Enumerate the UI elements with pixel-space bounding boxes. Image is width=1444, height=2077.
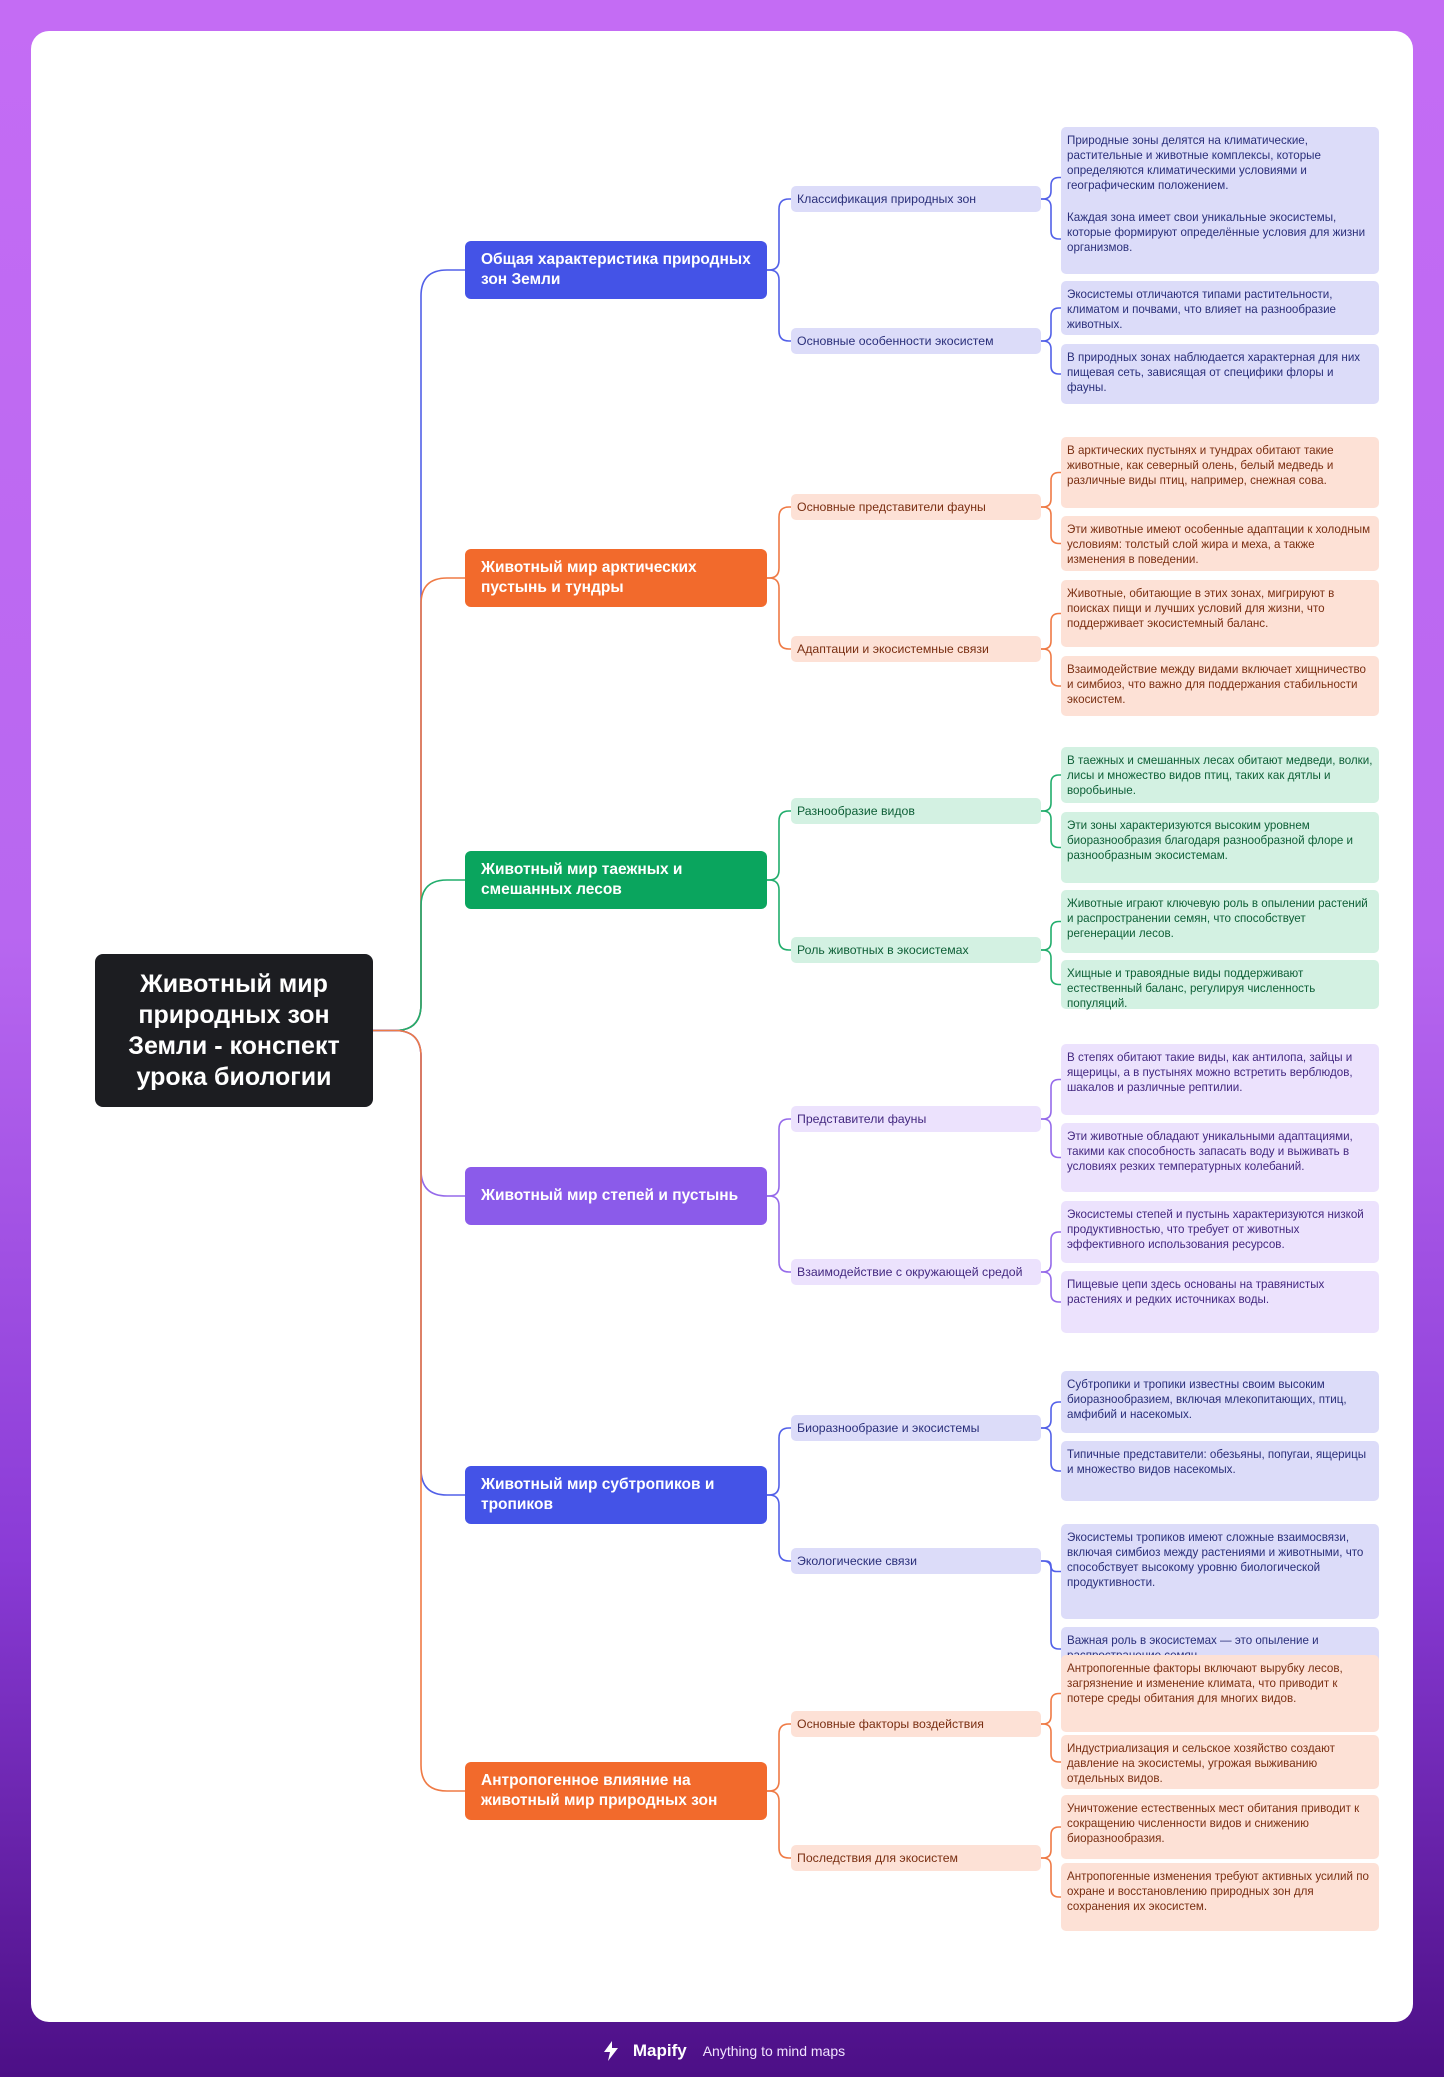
connector-sub-4-2-detail-1: [1041, 1231, 1061, 1273]
detail-node-2-2-1[interactable]: Животные, обитающие в этих зонах, мигрир…: [1061, 580, 1379, 647]
branch-node-2[interactable]: Животный мир арктических пустынь и тундр…: [465, 549, 767, 607]
detail-node-4-2-1[interactable]: Экосистемы степей и пустынь характеризую…: [1061, 1201, 1379, 1263]
connector-root-to-branch-1: [373, 269, 465, 1032]
detail-node-5-1-1[interactable]: Субтропики и тропики известны своим высо…: [1061, 1371, 1379, 1433]
connector-sub-4-1-detail-2: [1041, 1118, 1061, 1159]
detail-node-6-2-1[interactable]: Уничтожение естественных мест обитания п…: [1061, 1795, 1379, 1859]
branch-node-5[interactable]: Животный мир субтропиков и тропиков: [465, 1466, 767, 1524]
connector-root-to-branch-5: [373, 1029, 465, 1496]
connector-sub-2-2-detail-1: [1041, 612, 1061, 650]
connector-branch-4-sub-2: [767, 1195, 791, 1273]
brand-tagline: Anything to mind maps: [702, 2043, 846, 2059]
connector-sub-2-2-detail-2: [1041, 648, 1061, 687]
connector-branch-1-sub-2: [767, 269, 791, 342]
subtopic-node-1-2[interactable]: Основные особенности экосистем: [791, 328, 1041, 354]
connector-sub-5-1-detail-2: [1041, 1427, 1061, 1472]
connector-sub-3-1-detail-1: [1041, 774, 1061, 812]
connector-branch-5-sub-1: [767, 1427, 791, 1496]
connector-root-to-branch-4: [373, 1029, 465, 1197]
subtopic-node-5-1[interactable]: Биоразнообразие и экосистемы: [791, 1415, 1041, 1441]
connector-branch-5-sub-2: [767, 1494, 791, 1562]
connector-branch-3-sub-1: [767, 810, 791, 881]
connector-sub-1-1-detail-2: [1041, 198, 1061, 240]
detail-node-4-1-2[interactable]: Эти животные обладают уникальными адапта…: [1061, 1123, 1379, 1192]
connector-branch-2-sub-2: [767, 577, 791, 650]
branch-node-6[interactable]: Антропогенное влияние на животный мир пр…: [465, 1762, 767, 1820]
connector-sub-4-2-detail-2: [1041, 1271, 1061, 1303]
subtopic-node-5-2[interactable]: Экологические связи: [791, 1548, 1041, 1574]
subtopic-node-3-1[interactable]: Разнообразие видов: [791, 798, 1041, 824]
connector-branch-2-sub-1: [767, 506, 791, 579]
connector-sub-3-2-detail-1: [1041, 920, 1061, 951]
connector-root-to-branch-2: [373, 577, 465, 1032]
detail-node-1-2-1[interactable]: Экосистемы отличаются типами растительно…: [1061, 281, 1379, 335]
detail-node-2-2-2[interactable]: Взаимодействие между видами включает хищ…: [1061, 656, 1379, 716]
connector-root-to-branch-3: [373, 879, 465, 1032]
detail-node-6-1-1[interactable]: Антропогенные факторы включают вырубку л…: [1061, 1655, 1379, 1732]
branch-node-1[interactable]: Общая характеристика природных зон Земли: [465, 241, 767, 299]
detail-node-4-2-2[interactable]: Пищевые цепи здесь основаны на травянист…: [1061, 1271, 1379, 1333]
connector-sub-3-2-detail-2: [1041, 949, 1061, 986]
detail-node-1-1-2[interactable]: Каждая зона имеет свои уникальные экосис…: [1061, 204, 1379, 274]
brand-name: Mapify: [632, 2041, 687, 2060]
mapify-logo-icon: [603, 2041, 618, 2061]
connector-sub-2-1-detail-2: [1041, 506, 1061, 545]
subtopic-node-4-2[interactable]: Взаимодействие с окружающей средой: [791, 1259, 1041, 1285]
detail-node-5-2-1[interactable]: Экосистемы тропиков имеют сложные взаимо…: [1061, 1524, 1379, 1619]
subtopic-node-6-2[interactable]: Последствия для экосистем: [791, 1845, 1041, 1871]
connector-sub-6-2-detail-2: [1041, 1857, 1061, 1898]
subtopic-node-1-1[interactable]: Классификация природных зон: [791, 186, 1041, 212]
detail-node-3-2-2[interactable]: Хищные и травоядные виды поддерживают ес…: [1061, 960, 1379, 1010]
subtopic-node-2-2[interactable]: Адаптации и экосистемные связи: [791, 636, 1041, 662]
branch-node-4[interactable]: Животный мир степей и пустынь: [465, 1167, 767, 1225]
subtopic-node-6-1[interactable]: Основные факторы воздействия: [791, 1711, 1041, 1737]
detail-node-2-1-1[interactable]: В арктических пустынях и тундрах обитают…: [1061, 437, 1379, 508]
connector-sub-4-1-detail-1: [1041, 1078, 1061, 1120]
connector-sub-3-1-detail-2: [1041, 810, 1061, 849]
connector-branch-1-sub-1: [767, 198, 791, 271]
detail-node-1-2-2[interactable]: В природных зонах наблюдается характерна…: [1061, 344, 1379, 404]
connector-sub-5-2-detail-2: [1041, 1560, 1061, 1650]
connector-sub-5-1-detail-1: [1041, 1401, 1061, 1429]
connector-sub-1-2-detail-1: [1041, 307, 1061, 342]
subtopic-node-4-1[interactable]: Представители фауны: [791, 1106, 1041, 1132]
detail-node-4-1-1[interactable]: В степях обитают такие виды, как антилоп…: [1061, 1044, 1379, 1115]
detail-node-3-1-2[interactable]: Эти зоны характеризуются высоким уровнем…: [1061, 812, 1379, 883]
detail-node-5-1-2[interactable]: Типичные представители: обезьяны, попуга…: [1061, 1441, 1379, 1501]
connector-sub-1-1-detail-1: [1041, 176, 1061, 200]
detail-node-3-1-1[interactable]: В таежных и смешанных лесах обитают медв…: [1061, 747, 1379, 803]
mind-map-canvas: Животный мир природных зон Земли - консп…: [31, 31, 1413, 2022]
footer: Mapify Anything to mind maps: [0, 2036, 1444, 2066]
connector-root-to-branch-6: [373, 1029, 465, 1792]
connector-sub-6-1-detail-2: [1041, 1723, 1061, 1763]
connector-sub-6-2-detail-1: [1041, 1826, 1061, 1859]
connector-branch-6-sub-2: [767, 1790, 791, 1859]
connector-lines: [373, 176, 1061, 1898]
subtopic-node-3-2[interactable]: Роль животных в экосистемах: [791, 937, 1041, 963]
connector-branch-6-sub-1: [767, 1723, 791, 1792]
root-node[interactable]: Животный мир природных зон Земли - консп…: [95, 954, 373, 1107]
detail-node-2-1-2[interactable]: Эти животные имеют особенные адаптации к…: [1061, 516, 1379, 571]
connector-sub-1-2-detail-2: [1041, 340, 1061, 375]
detail-node-6-2-2[interactable]: Антропогенные изменения требуют активных…: [1061, 1863, 1379, 1931]
connector-sub-2-1-detail-1: [1041, 471, 1061, 508]
branch-node-3[interactable]: Животный мир таежных и смешанных лесов: [465, 851, 767, 909]
detail-node-3-2-1[interactable]: Животные играют ключевую роль в опылении…: [1061, 890, 1379, 953]
detail-node-6-1-2[interactable]: Индустриализация и сельское хозяйство со…: [1061, 1735, 1379, 1789]
connector-branch-4-sub-1: [767, 1118, 791, 1197]
subtopic-node-2-1[interactable]: Основные представители фауны: [791, 494, 1041, 520]
connector-sub-6-1-detail-1: [1041, 1692, 1061, 1725]
connector-branch-3-sub-2: [767, 879, 791, 951]
